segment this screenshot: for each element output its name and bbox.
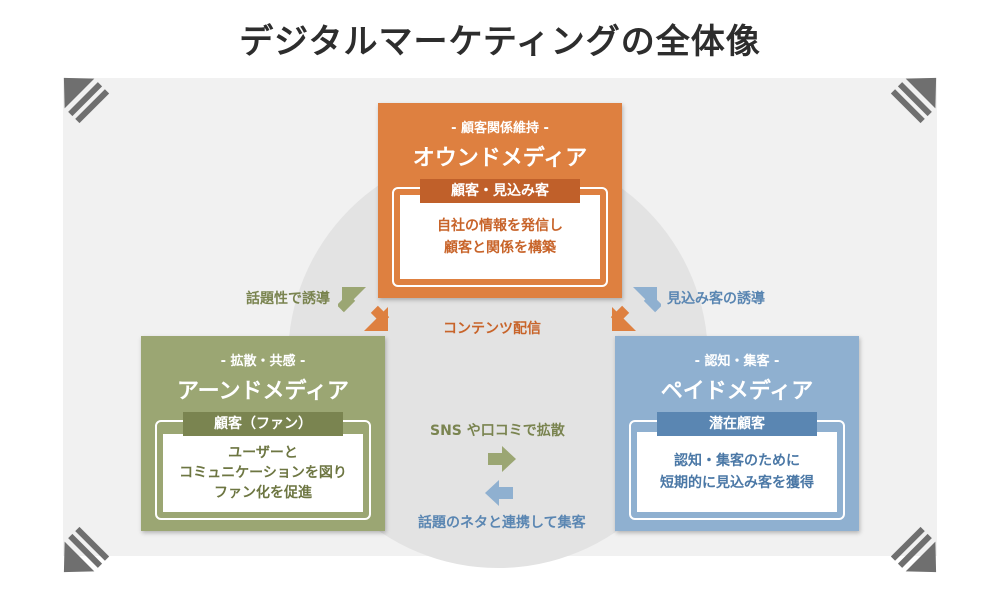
arrow-right-green-icon: [488, 446, 516, 472]
owned-media-target-label: 顧客・見込み客: [420, 179, 580, 203]
owned-media-tag: - 顧客関係維持 -: [451, 121, 549, 136]
owned-media-description: 自社の情報を発信し 顧客と関係を構築: [400, 195, 600, 279]
paid-media-tag: - 認知・集客 -: [694, 354, 780, 369]
arrow-up-right-green-icon: [338, 287, 366, 313]
earned-desc-line3: ファン化を促進: [214, 485, 312, 501]
corner-arrow-bottom-left-icon: [52, 522, 114, 584]
owned-media-box: - 顧客関係維持 - オウンドメディア 自社の情報を発信し 顧客と関係を構築 顧…: [378, 103, 622, 298]
earned-media-target-label: 顧客（ファン）: [183, 412, 343, 436]
arrow-left-blue-icon: [485, 480, 513, 506]
corner-arrow-top-left-icon: [52, 66, 114, 128]
paid-media-name: ペイドメディア: [660, 379, 814, 404]
earned-media-description: ユーザーと コミュニケーションを図り ファン化を促進: [163, 434, 363, 512]
owned-desc-line1: 自社の情報を発信し: [437, 218, 563, 234]
flow-label-content-delivery: コンテンツ配信: [443, 321, 541, 337]
paid-desc-line1: 認知・集客のために: [674, 453, 800, 469]
earned-media-name: アーンドメディア: [176, 379, 350, 404]
flow-label-earned-to-owned: 話題性で誘導: [246, 291, 330, 307]
arrow-down-left-orange-icon: [610, 305, 636, 331]
owned-desc-line2: 顧客と関係を構築: [444, 240, 556, 256]
paid-media-description: 認知・集客のために 短期的に見込み客を獲得: [637, 432, 837, 512]
earned-desc-line2: コミュニケーションを図り: [179, 465, 347, 481]
corner-arrow-top-right-icon: [886, 66, 948, 128]
paid-media-box: - 認知・集客 - ペイドメディア 認知・集客のために 短期的に見込み客を獲得 …: [615, 336, 859, 531]
owned-media-name: オウンドメディア: [412, 146, 588, 171]
arrow-up-left-blue-icon: [633, 287, 661, 313]
paid-media-target-label: 潜在顧客: [657, 412, 817, 436]
earned-desc-line1: ユーザーと: [228, 445, 298, 461]
flow-label-paid-to-owned: 見込み客の誘導: [667, 291, 765, 307]
arrow-down-right-orange-icon: [364, 305, 390, 331]
corner-arrow-bottom-right-icon: [886, 522, 948, 584]
flow-label-earned-to-paid: SNS や口コミで拡散: [430, 423, 565, 439]
paid-desc-line2: 短期的に見込み客を獲得: [660, 475, 814, 491]
flow-label-paid-to-earned: 話題のネタと連携して集客: [418, 515, 586, 531]
earned-media-tag: - 拡散・共感 -: [220, 354, 306, 369]
earned-media-box: - 拡散・共感 - アーンドメディア ユーザーと コミュニケーションを図り ファ…: [141, 336, 385, 531]
page-title: デジタルマーケティングの全体像: [239, 22, 761, 62]
